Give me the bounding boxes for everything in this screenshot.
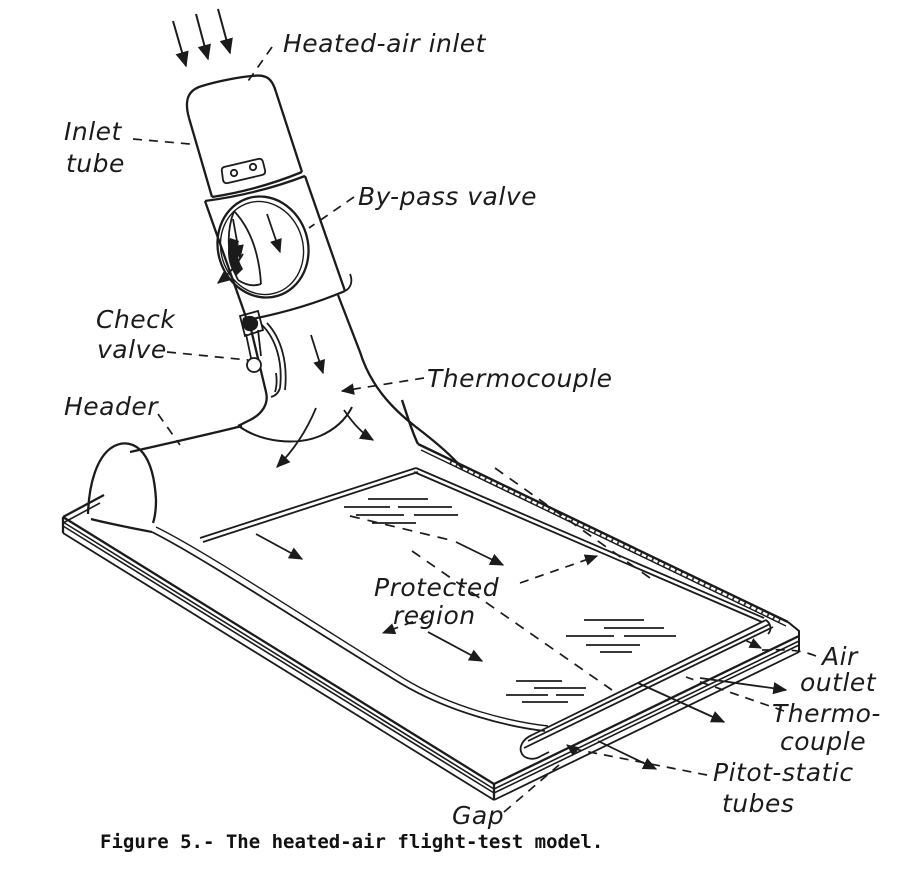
wave-marks — [344, 498, 676, 703]
label-heated-air-inlet: Heated-air inlet — [283, 29, 487, 58]
label-inlet-tube-line2: tube — [66, 149, 125, 178]
panel — [61, 399, 800, 801]
label-protected-region-line2: region — [393, 601, 476, 630]
label-air-outlet-line2: outlet — [800, 668, 877, 697]
inlet-tube — [185, 74, 304, 199]
label-air-outlet-line1: Air — [820, 642, 859, 671]
label-check-valve-line2: valve — [97, 335, 167, 364]
bypass-valve — [203, 174, 353, 322]
flow-arrows — [255, 533, 788, 770]
label-pitot-static-line1: Pitot-static — [713, 758, 854, 787]
label-bypass-valve: By-pass valve — [358, 182, 537, 211]
lower-tube — [237, 294, 463, 469]
trailing-edge-channel — [519, 619, 774, 760]
rivet-plate — [220, 157, 267, 185]
label-thermocouple-lower-line2: couple — [780, 727, 866, 756]
leader-lines — [132, 46, 817, 813]
label-thermocouple-upper: Thermocouple — [427, 364, 613, 393]
label-check-valve-line1: Check — [96, 305, 176, 334]
label-inlet-tube-line1: Inlet — [64, 117, 123, 146]
protected-region-seams — [151, 467, 765, 732]
header-inflow-arrows — [276, 407, 375, 468]
figure-caption: Figure 5.- The heated-air flight-test mo… — [100, 831, 603, 853]
label-header: Header — [64, 392, 159, 421]
label-thermocouple-lower-line1: Thermo- — [772, 699, 881, 728]
bypass-flow-arrows — [216, 213, 282, 284]
label-protected-region-line1: Protected — [374, 573, 499, 602]
label-pitot-static-line2: tubes — [722, 789, 794, 818]
check-valve — [238, 309, 287, 398]
inlet-airflow-arrows — [172, 8, 233, 68]
label-gap: Gap — [452, 801, 504, 830]
header-shape — [86, 407, 375, 534]
hidden-flow-dashes — [349, 467, 651, 691]
